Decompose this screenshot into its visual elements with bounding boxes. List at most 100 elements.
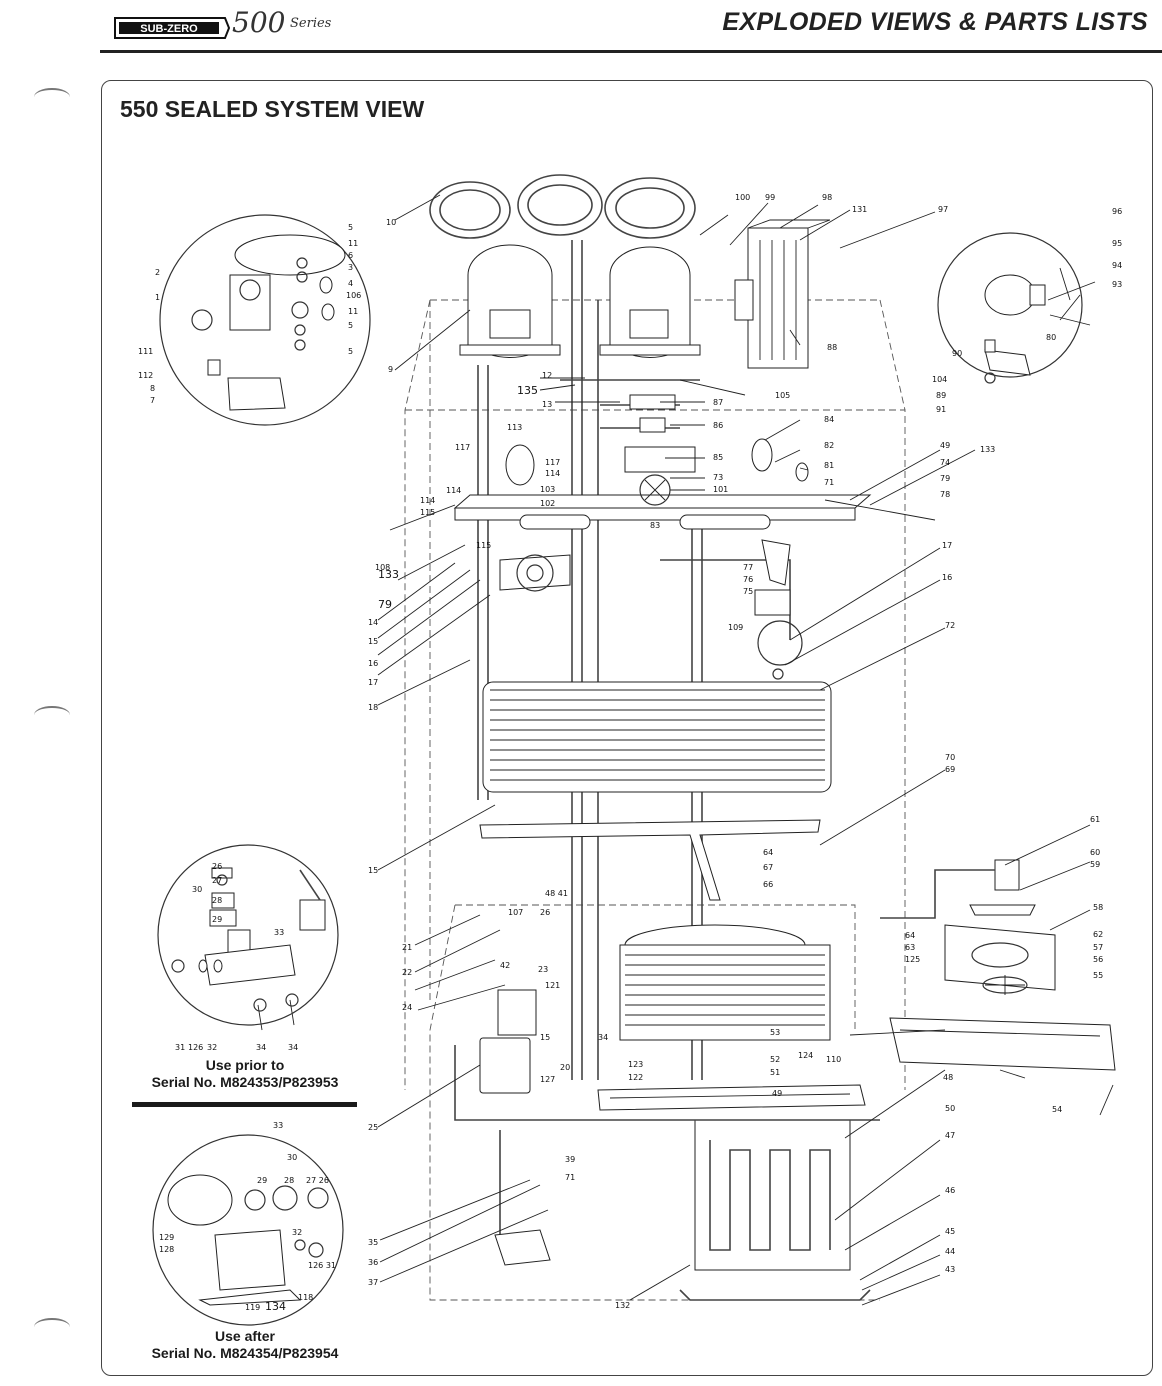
callout-59: 59 [1090,860,1100,869]
callout-45: 45 [945,1227,955,1236]
callout-97: 97 [938,205,948,214]
callout-49b: 49 [772,1089,782,1098]
callout-13: 13 [542,400,552,409]
callout-1: 1 [155,293,160,302]
callout-4841: 48 41 [545,889,568,898]
callout-93: 93 [1112,280,1122,289]
callout-17: 17 [368,678,378,687]
callout-121: 121 [545,981,560,990]
callout-114b: 114 [446,486,461,495]
callout-109: 109 [728,623,743,632]
callout-122: 122 [628,1073,643,1082]
callout-labels: 10 100 99 98 131 97 96 95 94 93 80 90 10… [138,193,1122,1313]
callout-44: 44 [945,1247,955,1256]
defrost-timer [754,539,803,680]
callout-34c: 34 [288,1043,298,1052]
callout-95: 95 [1112,239,1122,248]
callout-37: 37 [368,1278,378,1287]
callout-91: 91 [936,405,946,414]
callout-77: 77 [743,563,753,572]
callout-110: 110 [826,1055,841,1064]
callout-46: 46 [945,1186,955,1195]
callout-123: 123 [628,1060,643,1069]
callout-25: 25 [368,1123,378,1132]
callout-32: 32 [207,1043,217,1052]
callout-133b: 133 [378,568,399,581]
callout-100: 100 [735,193,750,202]
callout-28: 28 [212,896,222,905]
callout-23: 23 [538,965,548,974]
callout-73: 73 [713,473,723,482]
callout-79b: 79 [378,598,392,611]
callout-119: 119 [245,1303,260,1312]
callout-56: 56 [1093,955,1103,964]
callout-17b: 17 [942,541,952,550]
callout-84: 84 [824,415,834,424]
view-title: 550 SEALED SYSTEM VIEW [120,96,425,122]
callout-15b: 15 [368,866,378,875]
callout-29: 29 [212,915,222,924]
callout-57: 57 [1093,943,1103,952]
callout-126b: 126 31 [308,1261,336,1270]
callout-2726: 27 26 [306,1176,329,1185]
callout-75: 75 [743,587,753,596]
callout-30: 30 [192,885,202,894]
callout-117b: 117 [545,458,560,467]
callout-16b: 16 [942,573,952,582]
callout-70: 70 [945,753,955,762]
defrost-heater [679,1119,871,1301]
inset-valve-prior-circle [157,844,339,1026]
callout-34b: 34 [256,1043,266,1052]
compressor-right [599,246,701,358]
callout-33: 33 [274,928,284,937]
svg-text:SUB-ZERO: SUB-ZERO [140,23,198,35]
leader-lines [377,194,1114,1306]
callout-64: 64 [763,848,773,857]
callout-58: 58 [1093,903,1103,912]
callout-94: 94 [1112,261,1122,270]
callout-106: 106 [346,291,361,300]
callout-10: 10 [386,218,396,227]
callout-18: 18 [368,703,378,712]
caption-prior: Use prior to Serial No. M824353/P823953 [130,1057,360,1091]
callout-125: 125 [905,955,920,964]
callout-76: 76 [743,575,753,584]
mounting-bracket [453,494,872,530]
caption-after-line1: Use after [215,1328,275,1344]
callout-78: 78 [940,490,950,499]
callout-114c: 114 [420,496,435,505]
callout-132: 132 [615,1301,630,1310]
caption-prior-line2: Serial No. M824353/P823953 [151,1074,339,1090]
callout-7: 7 [150,396,155,405]
callout-26c: 26 [212,862,222,871]
inset-relay-circle [159,214,371,426]
callout-107: 107 [508,908,523,917]
drain-pan [597,1084,866,1111]
callout-39: 39 [565,1155,575,1164]
callout-36: 36 [368,1258,378,1267]
callout-114: 114 [545,469,560,478]
callout-31: 31 [175,1043,185,1052]
binder-hole-middle [34,706,70,724]
callout-126: 126 [188,1043,203,1052]
callout-83: 83 [650,521,660,530]
callout-113: 113 [507,423,522,432]
callout-32b: 32 [292,1228,302,1237]
callout-115b: 115 [476,541,491,550]
series-word: Series [290,16,332,31]
callout-101: 101 [713,485,728,494]
binder-hole-top [34,88,70,106]
callout-27: 27 [212,876,222,885]
callout-104: 104 [932,375,947,384]
sub-zero-logo: SUB-ZERO [114,17,231,39]
water-valve [454,989,880,1266]
callout-88: 88 [827,343,837,352]
callout-42: 42 [500,961,510,970]
callout-111: 111 [138,347,153,356]
callout-133: 133 [980,445,995,454]
callout-87: 87 [713,398,723,407]
condenser-fan-box [734,219,831,369]
callout-15c: 15 [540,1033,550,1042]
separator-bar [132,1102,357,1107]
callout-11: 11 [348,239,358,248]
